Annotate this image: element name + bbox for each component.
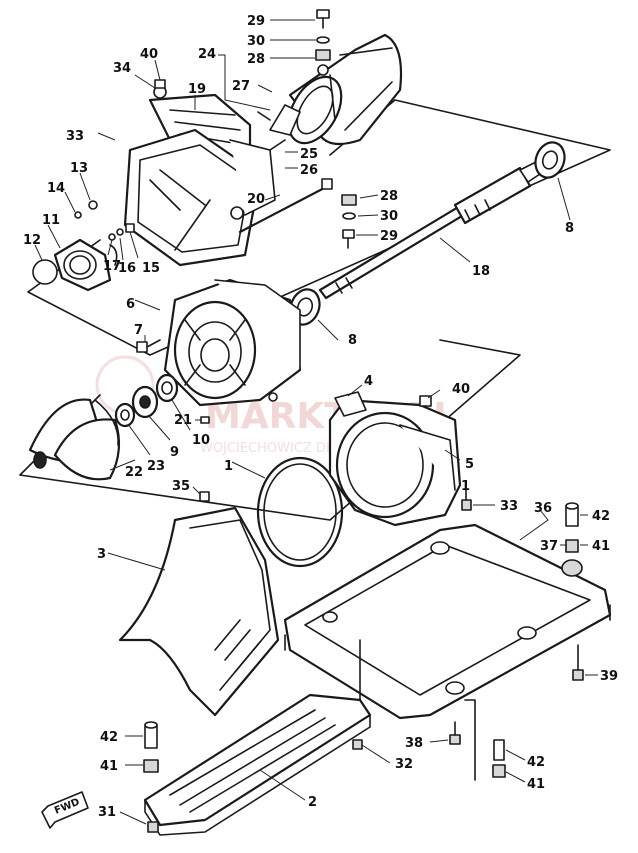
- sleeve-part-42-right: [565, 502, 579, 527]
- callout-42-lower-right: 42: [527, 755, 545, 770]
- callout-28: 28: [247, 52, 265, 67]
- callout-1-left: 1: [224, 459, 233, 474]
- o-ring-part-1: [256, 456, 344, 568]
- bolt-part-39: [572, 644, 584, 681]
- callout-37: 37: [540, 539, 558, 554]
- bolt-29-top: [315, 9, 331, 61]
- callout-42-right: 42: [592, 509, 610, 524]
- bearing-part-9: [131, 385, 159, 419]
- callout-7: 7: [134, 323, 143, 338]
- callout-31: 31: [98, 805, 116, 820]
- callout-40-mid: 40: [452, 382, 470, 397]
- bolt-40-mid: [419, 395, 432, 407]
- callout-34: 34: [113, 61, 131, 76]
- callout-32: 32: [395, 757, 413, 772]
- callout-41-lower-left: 41: [100, 759, 118, 774]
- callout-41-right: 41: [592, 539, 610, 554]
- callout-8-lower: 8: [348, 333, 357, 348]
- duct-part-3: [118, 506, 280, 717]
- callout-29: 29: [247, 14, 265, 29]
- callout-4: 4: [364, 374, 373, 389]
- callout-40: 40: [140, 47, 158, 62]
- impeller-part-22: [28, 398, 121, 481]
- callout-17: 17: [103, 259, 121, 274]
- callout-22: 22: [125, 465, 143, 480]
- callout-28-right: 28: [380, 189, 398, 204]
- callout-15: 15: [142, 261, 160, 276]
- callout-5: 5: [465, 457, 474, 472]
- cover-part-11: [32, 238, 118, 292]
- callout-29-right: 29: [380, 229, 398, 244]
- drive-shaft-part-18: [318, 159, 547, 300]
- callout-26: 26: [300, 163, 318, 178]
- stud-part-20: [238, 178, 333, 234]
- damper-part-37: [561, 559, 583, 577]
- callout-36: 36: [534, 501, 552, 516]
- callout-21: 21: [174, 413, 192, 428]
- callout-24: 24: [198, 47, 216, 62]
- fwd-arrow-icon: FWD: [41, 791, 89, 829]
- callout-6: 6: [126, 297, 135, 312]
- callout-25: 25: [300, 147, 318, 162]
- pin-part-21: [200, 416, 210, 424]
- callout-33-mid: 33: [500, 499, 518, 514]
- washer-part-23: [114, 402, 136, 428]
- callout-20: 20: [247, 192, 265, 207]
- duct-part-5: [328, 398, 462, 527]
- bearing-part-8-upper: [534, 141, 566, 179]
- fasteners-28-30-right: [341, 194, 357, 249]
- small-fasteners-13-17: [74, 200, 135, 241]
- callout-30: 30: [247, 34, 265, 49]
- callout-14: 14: [47, 181, 65, 196]
- bolt-part-35: [199, 491, 210, 502]
- nozzle-part-24: [257, 33, 403, 151]
- callout-30-right: 30: [380, 209, 398, 224]
- part-number-callouts: 29 30 28 24 27 34 40 19 33 25 26 13 14 2…: [23, 14, 618, 820]
- callout-11: 11: [42, 213, 60, 228]
- callout-23: 23: [147, 459, 165, 474]
- callout-35: 35: [172, 479, 190, 494]
- sleeve-part-42-lower-right: [492, 739, 506, 778]
- bolt-33-mid: [461, 489, 472, 511]
- ride-plate-part-2: [143, 693, 372, 836]
- callout-13: 13: [70, 161, 88, 176]
- callout-2: 2: [308, 795, 317, 810]
- callout-39: 39: [600, 669, 618, 684]
- callout-27: 27: [232, 79, 250, 94]
- callout-42-lower-left: 42: [100, 730, 118, 745]
- bolt-part-38: [449, 721, 461, 745]
- pump-housing-top: [123, 128, 276, 267]
- impeller-housing-part-6: [163, 278, 302, 407]
- callout-12: 12: [23, 233, 41, 248]
- callout-33: 33: [66, 129, 84, 144]
- callout-1-right: 1: [461, 479, 470, 494]
- callout-10: 10: [192, 433, 210, 448]
- bolt-part-32: [352, 739, 363, 750]
- bolt-part-7: [136, 339, 161, 353]
- sleeve-part-42-lower-left: [143, 721, 159, 773]
- callout-8-upper: 8: [565, 221, 574, 236]
- callout-18: 18: [472, 264, 490, 279]
- nut-part-41-right: [565, 539, 579, 553]
- frame-part-36: [283, 523, 612, 781]
- seal-part-10: [155, 373, 179, 403]
- leader-lines: [34, 19, 598, 825]
- bolt-part-31: [147, 821, 159, 833]
- callout-38: 38: [405, 736, 423, 751]
- callout-9: 9: [170, 445, 179, 460]
- callout-41-lower-right: 41: [527, 777, 545, 792]
- callout-16: 16: [118, 261, 136, 276]
- callout-19: 19: [188, 82, 206, 97]
- callout-3: 3: [97, 547, 106, 562]
